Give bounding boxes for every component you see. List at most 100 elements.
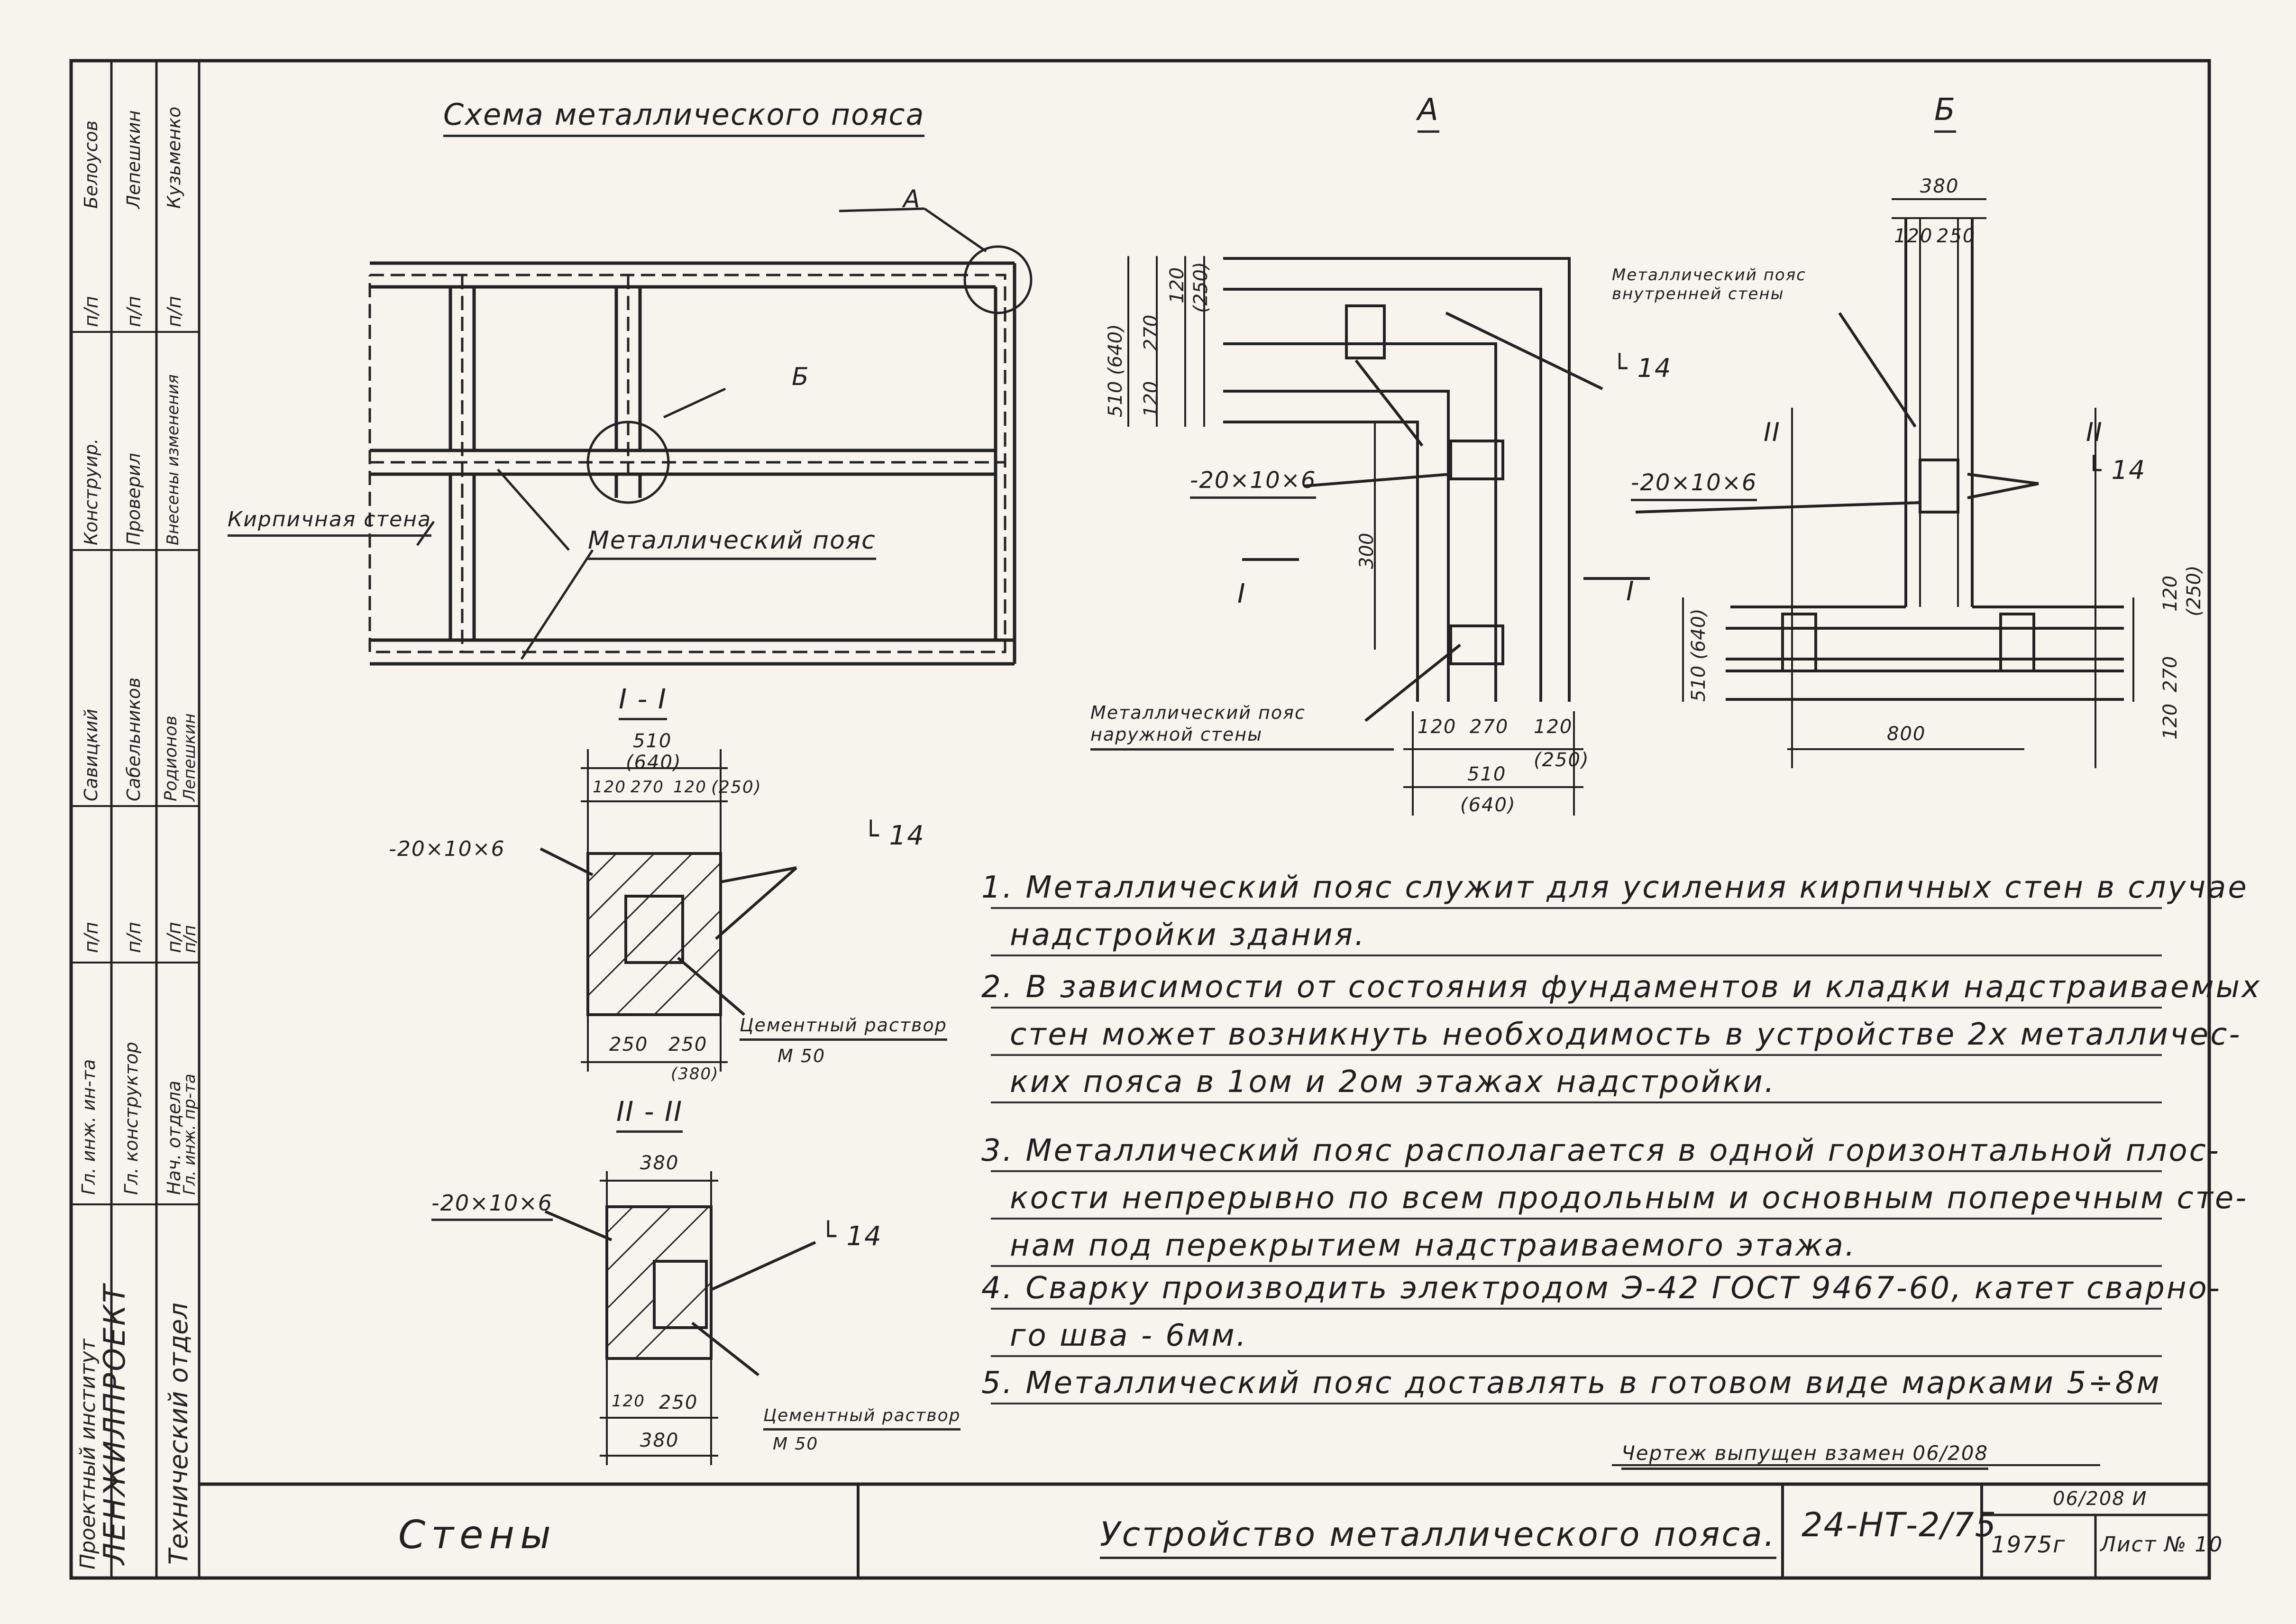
node-a-drawing	[1127, 256, 1650, 816]
stamp-name2-3: Кузьменко	[164, 106, 184, 209]
section-2-title: II - II	[616, 1095, 683, 1133]
stamp-name-3: Родионов	[161, 716, 181, 801]
node-a-angle: └ 14	[1612, 353, 1672, 383]
node-a-dim-120: 120	[1140, 381, 1162, 417]
node-a-cut-1a: I	[1237, 578, 1246, 609]
node-a-b-640: (640)	[1460, 794, 1516, 816]
stamp-role2-1: Конструир.	[81, 438, 101, 545]
s2-dim-380b: 380	[640, 1430, 679, 1451]
s1-dim-270: 270	[631, 778, 664, 797]
node-b-drawing	[1635, 198, 2134, 768]
node-a-dim-300: 300	[1356, 532, 1378, 569]
stamp-role-2: Гл. конструктор	[121, 1042, 142, 1195]
stamp-name-2: Сабельников	[123, 677, 144, 801]
sheet-frame	[69, 59, 2211, 1580]
s1-dim-250: (250)	[711, 778, 762, 797]
callout-a-circle	[963, 245, 1033, 314]
s1-dim-120b: 120	[673, 778, 707, 797]
node-b-title: Б	[1934, 92, 1956, 133]
note-line-9: 4. Сварку производить электродом Э-42 ГО…	[981, 1271, 2222, 1306]
stamp-name2-2: Лепешкин	[123, 110, 144, 209]
scheme-title: Схема металлического пояса	[443, 97, 925, 137]
note-line-5: ких пояса в 1ом и 2ом этажах надстройки.	[1010, 1064, 1776, 1100]
note-line-11: 5. Металлический пояс доставлять в готов…	[981, 1366, 2161, 1401]
stamp-role-1: Гл. инж. ин-та	[78, 1059, 99, 1195]
node-b-dim-380: 380	[1920, 175, 1959, 197]
node-b-inner-belt: Металлический пояс внутренней стены	[1612, 266, 1806, 303]
node-b-dim-250: 250	[1937, 225, 1976, 247]
note-line-2: надстройки здания.	[1010, 918, 1366, 953]
stamp-sig-1: п/п	[81, 296, 102, 327]
section-1-title: I - I	[619, 683, 668, 720]
title-block-year: 1975г	[1991, 1532, 2066, 1558]
s1-mortar-grade: М 50	[778, 1046, 826, 1066]
node-b-dim-510: 510 (640)	[1688, 608, 1710, 702]
s1-angle: └ 14	[863, 820, 925, 851]
node-a-dim-270: 270	[1140, 314, 1162, 351]
s1-dim-380: (380)	[671, 1064, 719, 1083]
stamp-dept: Технический отдел	[164, 1303, 193, 1565]
node-a-dim-250: (250)	[1190, 262, 1212, 313]
section-2-drawing	[544, 1171, 816, 1465]
title-block-sheet: Лист № 10	[2100, 1532, 2223, 1557]
note-line-10: го шва - 6мм.	[1010, 1318, 1248, 1353]
node-b-angle: └ 14	[2086, 455, 2146, 485]
s1-dim-120: 120	[593, 778, 626, 797]
callout-b-circle	[586, 421, 670, 504]
node-b-cut-2b: II	[2086, 417, 2103, 447]
s2-angle: └ 14	[820, 1221, 882, 1252]
node-a-cut-1b: I	[1626, 576, 1635, 607]
s1-plate: -20×10×6	[389, 837, 505, 861]
stamp-pp-1: п/п	[81, 922, 102, 953]
title-block-code: 24-НТ-2/75	[1802, 1505, 1997, 1544]
plan-callout-b: Б	[792, 363, 810, 391]
note-line-6: 3. Металлический пояс располагается в од…	[981, 1133, 2221, 1168]
note-line-7: кости непрерывно по всем продольным и ос…	[1010, 1181, 2249, 1216]
node-b-dim-120: 120	[1894, 225, 1933, 247]
s2-mortar: Цементный раствор	[763, 1406, 961, 1431]
stamp-name2-1: Белоусов	[81, 120, 101, 209]
node-b-r-270: 270	[2159, 656, 2181, 692]
node-b-cut-2a: II	[1764, 417, 1781, 447]
node-a-b-250: (250)	[1534, 749, 1590, 771]
plan-belt	[368, 274, 1006, 653]
title-block-replaced: 06/208 И	[2053, 1488, 2148, 1510]
metal-belt-label: Металлический пояс	[588, 526, 876, 560]
node-a-b-120b: 120	[1534, 716, 1573, 738]
stamp-name-1: Савицкий	[81, 708, 101, 801]
stamp-name-4: Лепешкин	[180, 713, 199, 801]
stamp-pp-4: п/п	[180, 925, 200, 953]
stamp-role-4: Гл. инж. пр-та	[180, 1073, 199, 1195]
stamp-sig-2: п/п	[123, 296, 145, 327]
note-line-4: стен может возникнуть необходимость в ус…	[1010, 1017, 2242, 1052]
stamp-role2-2: Проверил	[123, 453, 144, 545]
plan-callout-a: А	[903, 185, 921, 213]
s1-dim-250b: 250	[668, 1034, 708, 1055]
node-b-r-250: (250)	[2183, 565, 2205, 616]
brick-wall-label: Кирпичная стена	[228, 507, 431, 537]
s1-mortar: Цементный раствор	[740, 1015, 947, 1041]
stamp-institute: Проектный институт	[76, 1339, 100, 1569]
node-a-dim-510: 510 (640)	[1105, 324, 1126, 417]
node-b-r-120: 120	[2159, 575, 2181, 612]
node-a-plate: -20×10×6	[1190, 467, 1317, 499]
s2-plate: -20×10×6	[431, 1190, 553, 1221]
note-line-8: нам под перекрытием надстраиваемого этаж…	[1010, 1228, 1857, 1263]
node-a-b-270: 270	[1470, 716, 1509, 738]
s1-dim-250a: 250	[609, 1034, 649, 1055]
stamp-sig-3: п/п	[164, 296, 185, 327]
stamp-org: ЛЕНЖИЛПРОЕКТ	[97, 1283, 132, 1565]
title-block-section: Стены	[398, 1513, 557, 1558]
stamp-role2-3: Внесены изменения	[164, 374, 183, 545]
node-b-dim-800: 800	[1887, 723, 1926, 745]
node-a-outer-belt: Металлический пояс наружной стены	[1090, 702, 1394, 751]
note-line-1: 1. Металлический пояс служит для усилени…	[981, 870, 2249, 905]
plan-walls	[370, 261, 1016, 666]
s1-dim-640: (640)	[626, 752, 682, 773]
node-b-plate: -20×10×6	[1631, 469, 1757, 501]
notes-rules	[991, 907, 2162, 1404]
node-a-dim-120b: 120	[1166, 267, 1188, 303]
node-b-r-120b: 120	[2159, 703, 2181, 740]
